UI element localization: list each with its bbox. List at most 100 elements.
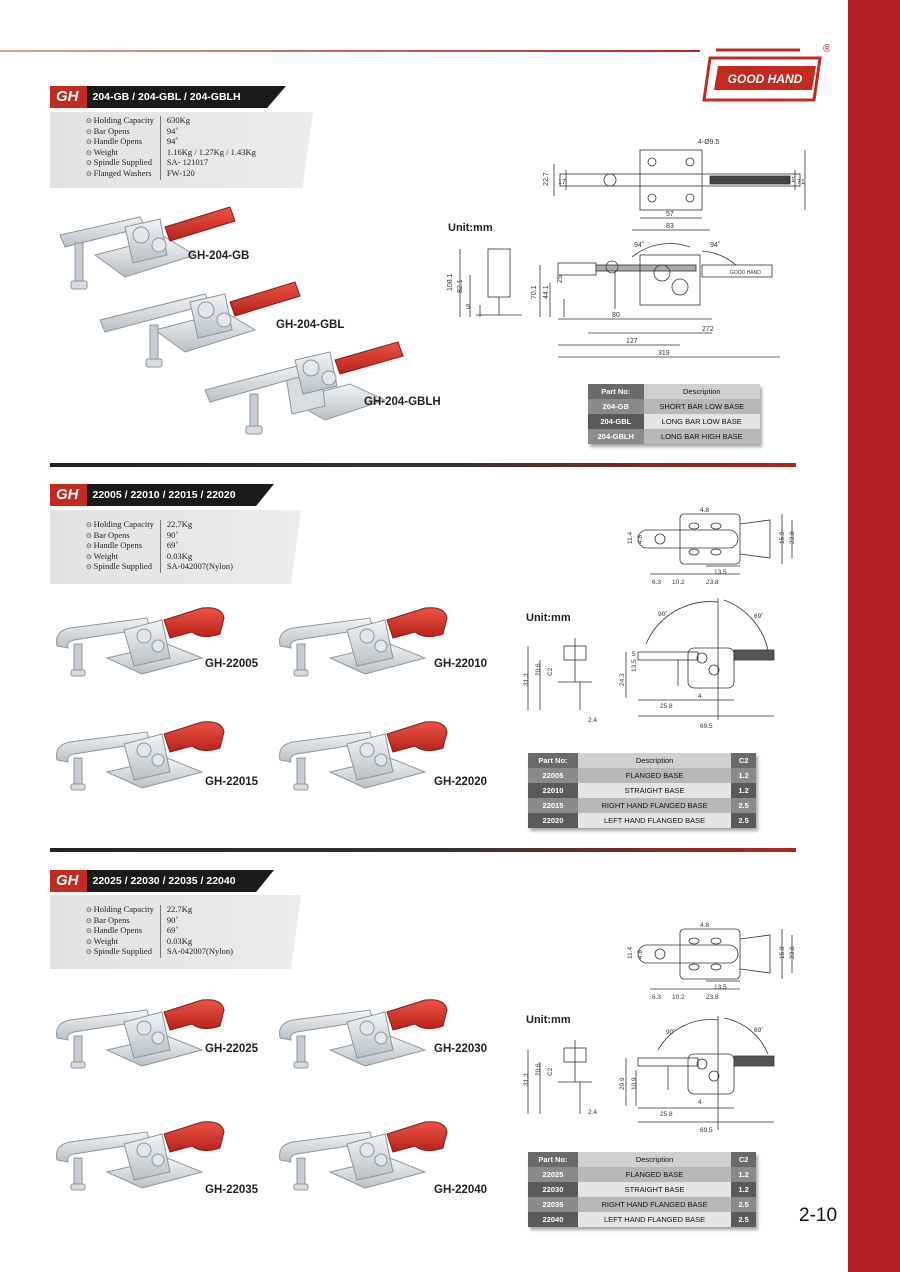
table-header: Description [643, 384, 760, 399]
table-cell: RIGHT HAND FLANGED BASE [577, 798, 732, 813]
dim-label: 13.5 [631, 659, 638, 672]
table-cell: 22010 [528, 783, 578, 798]
spec-label: Weight [50, 936, 160, 948]
section-2-header: GH 22005 / 22010 / 22015 / 22020 [50, 484, 274, 506]
spec-value: FW-120 [159, 168, 256, 180]
dim-label: 69.5 [700, 1127, 713, 1134]
table-cell: 22040 [528, 1212, 578, 1227]
dim-label: 4.8 [700, 507, 709, 514]
table-cell: LONG BAR LOW BASE [643, 414, 760, 429]
spec-label: Weight [50, 147, 160, 159]
spec-label: Holding Capacity [50, 115, 160, 127]
table-header: Description [577, 1152, 732, 1167]
dim-label: 10.9 [631, 1077, 638, 1090]
table-header: C2 [731, 753, 756, 768]
product-label: GH-22010 [434, 658, 488, 670]
page-number: 2-10 [799, 1205, 838, 1226]
registered-mark: ® [823, 43, 830, 55]
dim-label: 80 [612, 312, 620, 319]
dim-label: 15.9 [779, 531, 786, 544]
spec-label: Bar Opens [50, 915, 160, 927]
dim-label: 22.7 [543, 172, 550, 186]
dim-label: 2.4 [588, 1109, 597, 1116]
dim-label: 4 [698, 1099, 702, 1106]
gh-badge: GH [50, 86, 87, 108]
dim-label: 272 [702, 326, 714, 333]
dim-label: 69.5 [700, 723, 713, 730]
dim-label: 71 [797, 179, 805, 186]
table-cell: 22015 [528, 798, 578, 813]
section-3-title: 22025 / 22030 / 22035 / 22040 [92, 875, 236, 887]
spec-value: 0.03Kg [159, 551, 233, 563]
spec-label: Handle Opens [50, 926, 160, 937]
dim-label: 6.3 [652, 994, 661, 1001]
table-cell: 2.5 [731, 813, 756, 828]
section-1-header: GH 204-GB / 204-GBL / 204-GBLH [50, 86, 286, 108]
dim-label: C2 [547, 1067, 554, 1076]
dim-label: 23.8 [789, 531, 796, 544]
spec-value: SA- 121017 [159, 158, 256, 169]
spec-value: 94˚ [159, 137, 256, 148]
table-cell: 22025 [528, 1167, 578, 1182]
dim-label: 4.8 [637, 950, 644, 959]
product-label: GH-22040 [434, 1184, 488, 1196]
spec-value: 94˚ [159, 126, 256, 138]
product-label: GH-22005 [205, 658, 259, 670]
spec-label: Bar Opens [50, 530, 160, 542]
table-cell: 2.5 [731, 1212, 756, 1227]
table-cell: 22005 [528, 768, 578, 783]
table-cell: STRAIGHT BASE [577, 783, 732, 798]
spec-value: 22.7Kg [159, 904, 233, 916]
spec-label: Spindle Supplied [50, 158, 160, 169]
dim-label: 6.3 [652, 579, 661, 586]
table-cell: 22035 [528, 1197, 578, 1212]
table-cell: FLANGED BASE [577, 1167, 732, 1182]
product-label: GH-22015 [205, 776, 259, 788]
spec-value: 1.16Kg / 1.27Kg / 1.43Kg [159, 147, 256, 159]
section-3-top-view-drawing: 4.8 11.4 4.8 13.5 6.3 10.2 23.8 15.9 23.… [627, 922, 796, 1001]
section-2-top-view-drawing: 4.8 11.4 4.8 13.5 6.3 10.2 23.8 15.9 23.… [627, 507, 796, 586]
dim-label: 20.6 [535, 1063, 542, 1076]
spec-value: 630Kg [159, 115, 256, 127]
dim-label: 44.1 [543, 285, 550, 299]
spec-label: Spindle Supplied [50, 562, 160, 573]
spec-value: SA-042007(Nylon) [159, 562, 233, 573]
spec-value: 22.7Kg [159, 519, 233, 531]
table-cell: 1.2 [731, 783, 756, 798]
dim-label: 13.5 [714, 569, 727, 576]
table-cell: FLANGED BASE [577, 768, 732, 783]
dim-label: 20.9 [619, 1077, 626, 1090]
table-cell: 204-GB [588, 399, 644, 414]
spec-value: 69˚ [159, 541, 233, 552]
dim-label: 94˚ [710, 241, 720, 249]
section-divider [50, 463, 796, 467]
table-cell: 1.2 [731, 1167, 756, 1182]
dim-label: 31.3 [523, 673, 530, 686]
spec-value: 0.03Kg [159, 936, 233, 948]
spec-value: SA-042007(Nylon) [159, 947, 233, 958]
brand-logo-text: GOOD HAND [728, 72, 803, 86]
spec-label: Handle Opens [50, 541, 160, 552]
table-cell: SHORT BAR LOW BASE [643, 399, 760, 414]
product-label: GH-204-GB [188, 250, 250, 262]
table-cell: LONG BAR HIGH BASE [643, 429, 760, 444]
dim-label: 23.8 [706, 579, 719, 586]
svg-text:GOOD HAND: GOOD HAND [730, 270, 761, 276]
dim-label: 4 [698, 693, 702, 700]
dim-label: 25.8 [660, 1111, 673, 1118]
table-cell: 1.2 [731, 768, 756, 783]
product-label: GH-22025 [205, 1043, 259, 1055]
table-cell: 1.2 [731, 1182, 756, 1197]
dim-label: 13.5 [714, 984, 727, 991]
